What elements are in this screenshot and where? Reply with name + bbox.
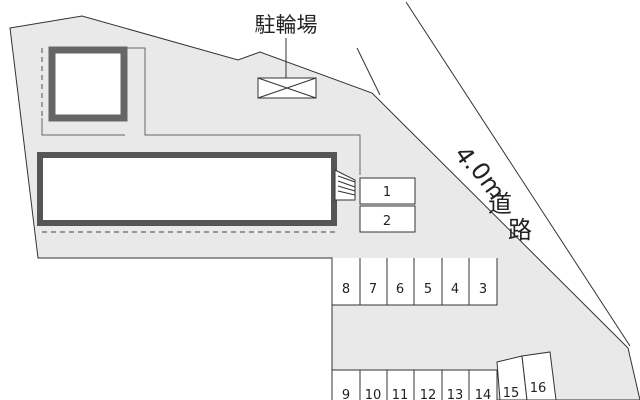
parking-slot-1-label: 1: [383, 185, 391, 200]
building-outline-connector: [41, 47, 361, 175]
parking-slot-16-label: 16: [530, 381, 547, 396]
road-label-char: 道: [488, 190, 512, 218]
parking-slot-11-label: 11: [392, 388, 409, 400]
road-edge-line-far: [405, 1, 631, 347]
parking-slot-4-label: 4: [451, 282, 459, 297]
parking-slot-8-label: 8: [342, 282, 350, 297]
parking-slot-7-label: 7: [369, 282, 377, 297]
parking-slot-3-label: 3: [479, 282, 487, 297]
bicycle-parking-symbol: [257, 77, 317, 99]
road-label-char: 路: [508, 216, 532, 244]
parking-slot-13-label: 13: [447, 388, 464, 400]
small-building: [48, 46, 128, 122]
parking-side-pair: 1 2: [359, 177, 416, 233]
parking-slot-9-label: 9: [342, 388, 350, 400]
parking-slot-6-label: 6: [396, 282, 404, 297]
parking-slot-5-label: 5: [424, 282, 432, 297]
parking-bottom-row: 9 10 11 12 13 14: [331, 369, 498, 400]
parking-middle-row: 8 7 6 5 4 3: [331, 258, 498, 306]
parking-slot-12-label: 12: [420, 388, 437, 400]
parking-slot-10-label: 10: [365, 388, 382, 400]
parking-slot-1: [359, 177, 416, 205]
parking-slot-15-label: 15: [503, 386, 520, 400]
bicycle-parking-label: 駐輪場: [255, 13, 318, 37]
parking-slot-2: [359, 205, 416, 233]
parking-slot-2-label: 2: [383, 214, 391, 229]
parking-angled-pair: 15 16: [496, 351, 557, 400]
road-edge-line: [356, 47, 381, 96]
stairs: [334, 169, 356, 201]
main-building: [37, 152, 337, 226]
road-label: 4 . 0 m 道 路: [449, 141, 532, 244]
parking-slot-14-label: 14: [475, 388, 492, 400]
